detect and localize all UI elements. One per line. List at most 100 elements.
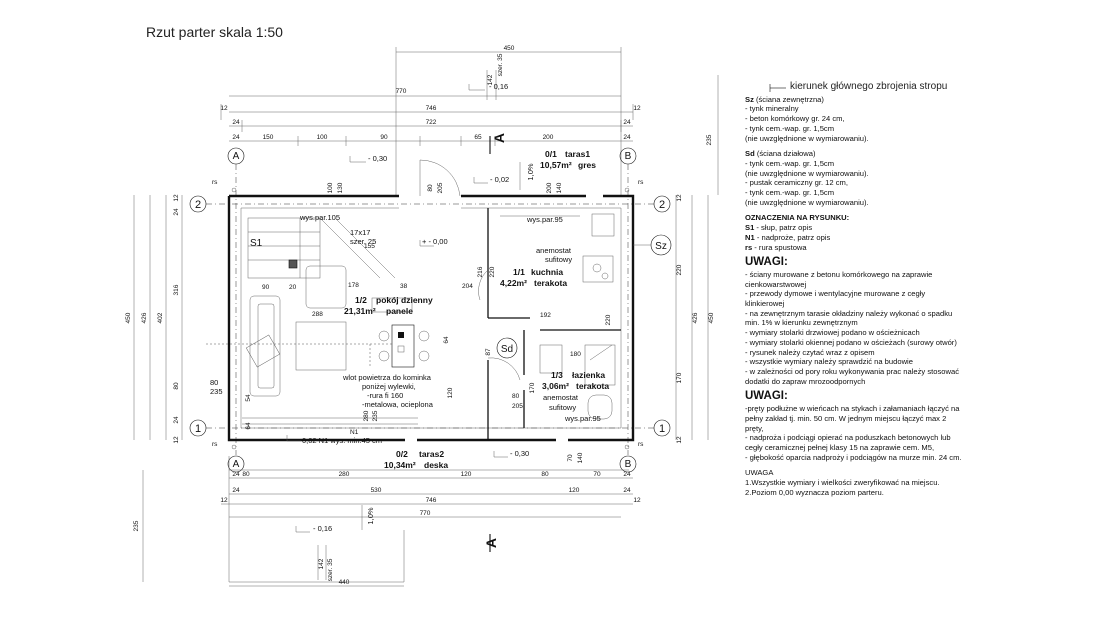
uwagi-line: - wymiary stolarki drzwiowej podano w oś… [745, 328, 920, 338]
sz-line: - tynk mineralny [745, 104, 799, 114]
svg-text:450: 450 [708, 312, 715, 323]
uwagi-line: - na zewnętrznym tarasie okładziny należ… [745, 308, 953, 328]
svg-text:A: A [491, 133, 507, 143]
reinforcement-direction-label: kierunek głównego zbrojenia stropu [790, 81, 948, 92]
svg-text:terakota: terakota [534, 278, 567, 288]
sd-bubble: Sd [496, 337, 518, 359]
dim-12-tr: 12 [633, 105, 641, 112]
svg-text:70: 70 [567, 454, 574, 462]
svg-text:100: 100 [327, 182, 334, 193]
room-kuchnia: 1/1 kuchnia 4,22m² terakota [500, 267, 567, 288]
svg-text:B: B [625, 459, 632, 470]
svg-text:terakota: terakota [576, 381, 609, 391]
svg-text:Sz: Sz [655, 241, 667, 252]
svg-text:130: 130 [337, 182, 344, 193]
dim-100: 100 [317, 134, 328, 141]
n1-label: N1 [350, 429, 359, 436]
notes-panel: kierunek głównego zbrojenia stropu Sz (ś… [745, 82, 965, 497]
svg-text:2: 2 [195, 199, 201, 211]
svg-text:wlot powietrza do kominka: wlot powietrza do kominka [342, 373, 432, 382]
svg-text:sufitowy: sufitowy [545, 255, 572, 264]
door-bathroom [487, 357, 521, 381]
uwaga-heading: UWAGA [745, 468, 774, 478]
svg-text:120: 120 [461, 471, 472, 478]
uwagi-line: - rysunek należy czytać wraz z opisem [745, 347, 875, 357]
rs-label-bl: rs [212, 441, 218, 448]
svg-text:B: B [625, 151, 632, 162]
svg-text:anemostat: anemostat [536, 246, 572, 255]
svg-text:anemostat: anemostat [543, 393, 579, 402]
level-markers: - 0,30 - 0,02 + - 0,00 - 0,30 0,02 N1 wy… [286, 154, 529, 458]
svg-text:140: 140 [556, 182, 563, 193]
svg-text:530: 530 [371, 487, 382, 494]
svg-text:12: 12 [220, 497, 228, 504]
stair-szer-top: szer. 35 [497, 53, 504, 76]
sz-title: Sz (ściana zewnętrzna) [745, 94, 824, 104]
svg-text:200: 200 [546, 182, 553, 193]
uwagi-heading-1: UWAGI: [745, 256, 788, 269]
svg-text:A: A [483, 538, 499, 548]
s1-label: S1 [250, 238, 263, 249]
uwagi-line: - wszystkie wymiary należy sprawdzić na … [745, 357, 913, 367]
legend-item: S1 - słup, patrz opis [745, 223, 813, 233]
svg-text:-rura fi 160: -rura fi 160 [367, 391, 403, 400]
svg-text:70: 70 [593, 471, 601, 478]
svg-text:24: 24 [232, 487, 240, 494]
dim-722: 722 [426, 119, 437, 126]
svg-text:- 0,30: - 0,30 [368, 154, 387, 163]
uwagi-line: - przewody dymowe i wentylacyjne murowan… [745, 289, 926, 309]
dim-150: 150 [263, 134, 274, 141]
sd-line: - pustak ceramiczny gr. 12 cm, [745, 178, 848, 188]
furniture [245, 213, 616, 420]
svg-text:+ - 0,00: + - 0,00 [422, 237, 448, 246]
svg-text:280: 280 [339, 471, 350, 478]
grid-axis-a-top: A [227, 147, 245, 455]
slope-top: 1,0% [526, 163, 535, 180]
svg-text:80: 80 [210, 378, 218, 387]
svg-text:155: 155 [364, 243, 375, 250]
svg-text:426: 426 [692, 312, 699, 323]
svg-text:120: 120 [569, 487, 580, 494]
room-taras1: 0/1 taras1 10,57m² gres [540, 149, 596, 170]
svg-text:316: 316 [173, 284, 180, 295]
svg-text:170: 170 [529, 382, 536, 393]
uwaga-line: 1.Wszystkie wymiary i wielkości zweryfik… [745, 478, 940, 488]
room-lazienka: 1/3 łazienka 3,06m² terakota [542, 370, 609, 391]
svg-text:192: 192 [540, 312, 551, 319]
svg-text:216: 216 [477, 266, 484, 277]
svg-text:taras2: taras2 [419, 449, 444, 459]
svg-text:64: 64 [245, 422, 252, 430]
svg-text:280: 280 [363, 410, 370, 421]
svg-text:deska: deska [424, 460, 448, 470]
svg-text:205: 205 [437, 182, 444, 193]
exterior-walls [227, 194, 635, 442]
rs-label-tr: rs [638, 179, 644, 186]
svg-text:426: 426 [141, 312, 148, 323]
svg-text:24: 24 [173, 208, 180, 216]
svg-text:0/1: 0/1 [545, 149, 557, 159]
svg-text:0,02 N1 wys. min.45 cm: 0,02 N1 wys. min.45 cm [302, 436, 382, 445]
svg-text:24: 24 [623, 471, 631, 478]
grid-axis-2-left: 2 [189, 195, 654, 213]
svg-text:80: 80 [427, 184, 434, 192]
svg-text:80: 80 [173, 382, 180, 390]
sd-title: Sd (ściana działowa) [745, 149, 816, 159]
svg-text:220: 220 [605, 314, 612, 325]
sz-line: - tynk cem.-wap. gr. 1,5cm [745, 123, 835, 133]
svg-text:4,22m²: 4,22m² [500, 278, 527, 288]
uwagi2-line: - głębokość oparcia nadprożу i podciągów… [745, 452, 962, 462]
svg-text:80: 80 [541, 471, 549, 478]
uwaga-line: 2.Poziom 0,00 wyznacza poziom parteru. [745, 487, 884, 497]
level-016-top: - 0,16 [489, 82, 508, 91]
svg-text:A: A [233, 151, 240, 162]
bottom-dimensions: 24 80 280 120 80 70 24 24 530 120 24 12 … [133, 470, 641, 587]
svg-text:24: 24 [173, 416, 180, 424]
grid-axis-b-bottom: B [619, 455, 637, 473]
svg-text:taras1: taras1 [565, 149, 590, 159]
right-dimensions: 220 170 12 12 426 450 [675, 194, 715, 444]
svg-text:kuchnia: kuchnia [531, 267, 563, 277]
svg-text:poniżej wylewki,: poniżej wylewki, [362, 382, 416, 391]
svg-text:szer. 35: szer. 35 [327, 558, 334, 581]
svg-text:szer. 25: szer. 25 [350, 237, 376, 246]
